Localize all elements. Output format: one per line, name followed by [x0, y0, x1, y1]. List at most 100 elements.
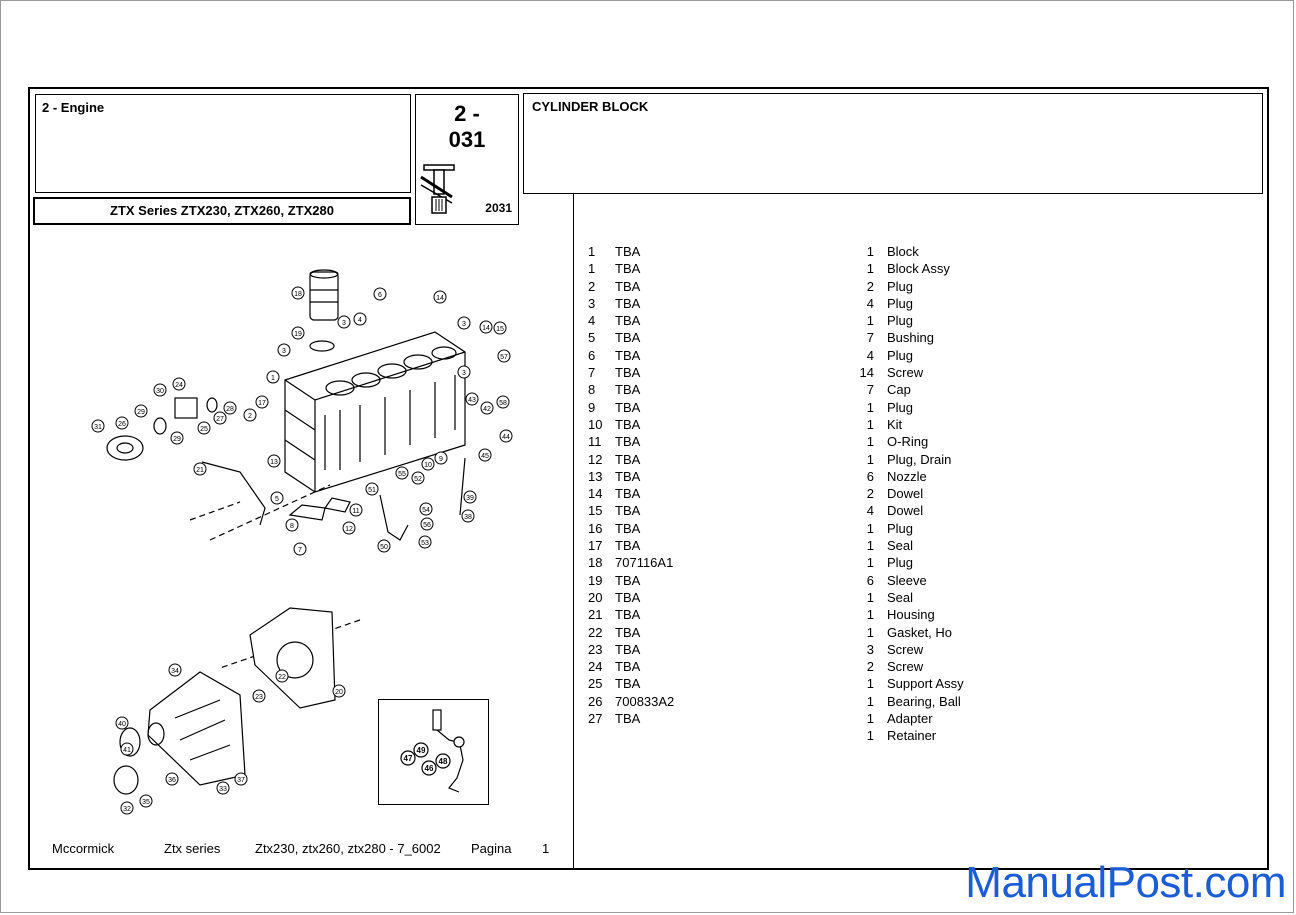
part-number: TBA	[615, 278, 641, 294]
part-ref: 26	[588, 693, 603, 709]
inset-callout: 49	[417, 746, 426, 755]
part-qty: 1	[866, 399, 874, 415]
part-number: TBA	[615, 641, 641, 657]
callout-label: 37	[237, 777, 245, 784]
callout-label: 5	[275, 496, 279, 503]
part-desc: Plug	[887, 347, 914, 363]
part-desc: Screw	[887, 641, 924, 657]
callout-label: 14	[436, 295, 444, 302]
part-number: TBA	[615, 434, 641, 450]
part-qty: 4	[866, 347, 874, 363]
part-number: TBA	[615, 347, 641, 363]
part-ref: 18	[588, 555, 603, 571]
callout-label: 50	[380, 544, 388, 551]
callout-label: 12	[345, 526, 353, 533]
watermark: ManualPost.com	[965, 858, 1286, 907]
part-qty: 1	[866, 728, 874, 744]
callout-label: 52	[414, 476, 422, 483]
part-number: TBA	[615, 382, 641, 398]
callout-label: 8	[290, 523, 294, 530]
part-desc: Dowel	[887, 503, 924, 519]
part-qty: 2	[866, 486, 874, 502]
callout-label: 4	[358, 317, 362, 324]
part-qty: 6	[866, 468, 874, 484]
callout-label: 45	[481, 453, 489, 460]
part-qty: 4	[866, 295, 874, 311]
part-desc: Adapter	[887, 711, 933, 727]
part-number: 700833A2	[615, 693, 675, 709]
part-ref: 17	[588, 538, 603, 554]
part-desc: Seal	[887, 538, 914, 554]
part-ref: 6	[588, 347, 596, 363]
part-ref: 24	[588, 659, 603, 675]
callout-label: 31	[94, 424, 102, 431]
part-qty: 1	[866, 261, 874, 277]
part-qty: 1	[866, 451, 874, 467]
callout-label: 42	[483, 406, 491, 413]
callout-label: 29	[137, 409, 145, 416]
part-ref: 4	[588, 313, 596, 329]
part-number: TBA	[615, 486, 641, 502]
callout-label: 41	[123, 747, 131, 754]
callout-label: 39	[466, 495, 474, 502]
part-desc: Plug, Drain	[887, 451, 952, 467]
part-desc: Housing	[887, 607, 935, 623]
part-number: 707116A1	[615, 555, 674, 571]
part-desc: Block Assy	[887, 261, 950, 277]
callout-label: 3	[282, 348, 286, 355]
callout-label: 1	[271, 375, 275, 382]
page-number: 2 - 031	[448, 101, 486, 152]
callout-label: 20	[335, 689, 343, 696]
sensor-inset-drawing: 49 47 46 48	[400, 709, 465, 793]
inset-callout: 47	[404, 754, 413, 763]
part-ref: 20	[588, 589, 603, 605]
callout-label: 6	[378, 292, 382, 299]
part-qty: 4	[866, 503, 874, 519]
footer-page-label: Pagina	[471, 841, 512, 856]
callout-label: 2	[248, 413, 252, 420]
callout-label: 30	[156, 388, 164, 395]
part-desc: Plug	[887, 555, 914, 571]
part-number: TBA	[615, 365, 641, 381]
part-qty: 7	[866, 330, 874, 346]
part-ref: 13	[588, 468, 603, 484]
footer-brand: Mccormick	[52, 841, 115, 856]
part-number: TBA	[615, 330, 641, 346]
part-desc: Kit	[887, 416, 903, 432]
part-desc: Cap	[887, 382, 911, 398]
part-ref: 19	[588, 572, 603, 588]
part-number: TBA	[615, 607, 641, 623]
section-title: 2 - Engine	[42, 100, 105, 115]
part-qty: 1	[866, 538, 874, 554]
part-qty: 1	[866, 624, 874, 640]
callout-label: 27	[216, 416, 224, 423]
part-qty: 1	[866, 244, 874, 259]
part-desc: Dowel	[887, 486, 924, 502]
part-ref: 2	[588, 278, 596, 294]
part-number: TBA	[615, 244, 641, 259]
callout-label: 54	[422, 507, 430, 514]
part-qty: 3	[866, 641, 874, 657]
part-desc: Bearing, Ball	[887, 693, 961, 709]
column-divider	[573, 194, 574, 870]
part-number: TBA	[615, 468, 641, 484]
part-number: TBA	[615, 572, 641, 588]
callout-label: 7	[298, 547, 302, 554]
part-ref: 25	[588, 676, 603, 692]
part-ref: 3	[588, 295, 596, 311]
